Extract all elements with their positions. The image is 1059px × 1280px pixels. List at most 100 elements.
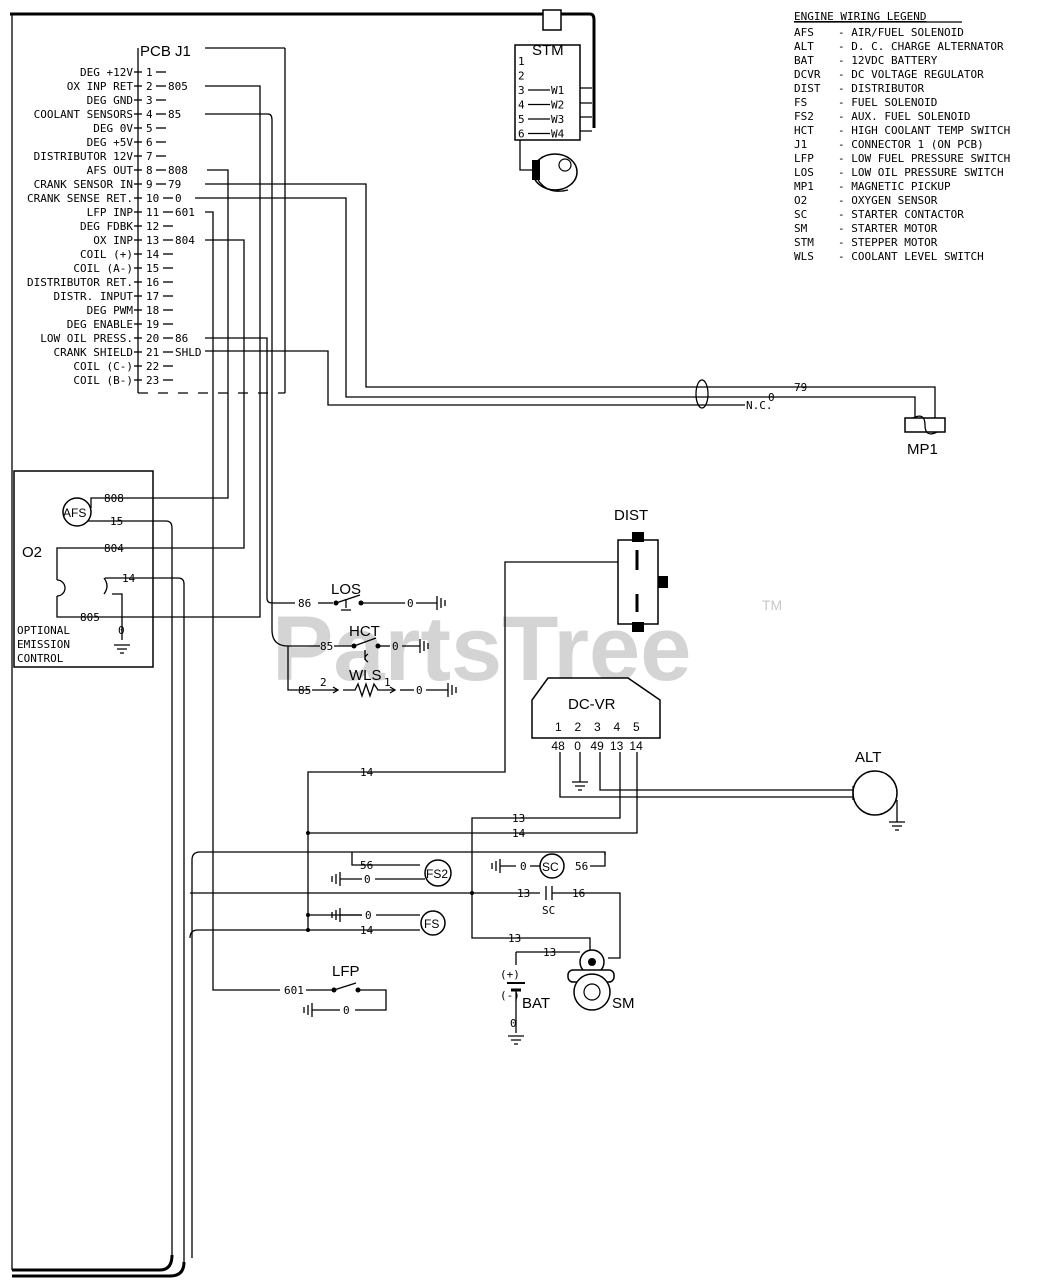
legend-code: WLS bbox=[794, 250, 814, 263]
pcb-pin-name: DEG PWM bbox=[87, 304, 134, 317]
pcb-pin-wire: 601 bbox=[175, 206, 195, 219]
pcb-pin-name: OX INP bbox=[93, 234, 133, 247]
legend-code: ALT bbox=[794, 40, 814, 53]
pcb-pin-number: 21 bbox=[146, 346, 159, 359]
dcvr-label: DC-VR bbox=[568, 696, 616, 713]
los-wire-0: 0 bbox=[407, 597, 414, 610]
pcb-pin-wire: 808 bbox=[168, 164, 188, 177]
lfp-wire-0: 0 bbox=[343, 1004, 350, 1017]
pcb-pin-number: 11 bbox=[146, 206, 159, 219]
pcb-pin-name: DEG +5V bbox=[87, 136, 134, 149]
stm-pin-number: 6 bbox=[518, 128, 525, 141]
emission-control-box: AFS O2 808 15 804 805 14 0 OPTIONAL EMIS… bbox=[12, 470, 208, 1278]
legend-code: FS2 bbox=[794, 110, 814, 123]
wls-label: WLS bbox=[349, 667, 382, 684]
stm-pin-number: 2 bbox=[518, 70, 525, 83]
dcvr-wire-label: 0 bbox=[574, 739, 581, 753]
afs-label: AFS bbox=[63, 506, 86, 520]
pcb-title: PCB J1 bbox=[140, 43, 191, 60]
fs-wire-14: 14 bbox=[360, 924, 374, 937]
fs2-wire-0: 0 bbox=[364, 873, 371, 886]
mp1-wire-79: 79 bbox=[794, 381, 807, 394]
pcb-pin-number: 1 bbox=[146, 66, 153, 79]
pcb-pin-name: LFP INP bbox=[87, 206, 134, 219]
stm-pin-number: 3 bbox=[518, 84, 525, 97]
pcb-pin-wire: 0 bbox=[175, 192, 182, 205]
legend-desc: - COOLANT LEVEL SWITCH bbox=[838, 250, 984, 263]
pcb-pin-wire: 85 bbox=[168, 108, 181, 121]
pcb-pin-name: CRANK SENSE RET. bbox=[27, 192, 133, 205]
legend-desc: - LOW FUEL PRESSURE SWITCH bbox=[838, 152, 1010, 165]
legend-code: DIST bbox=[794, 82, 821, 95]
pcb-pin-name: DEG 0V bbox=[93, 122, 133, 135]
starter-motor-icon bbox=[567, 949, 615, 1011]
bat-wire-0: 0 bbox=[510, 1017, 517, 1030]
bat-label: BAT bbox=[522, 995, 550, 1012]
alternator: ALT bbox=[852, 749, 905, 831]
pcb-pin-name: OX INP RET bbox=[67, 80, 134, 93]
los-wire-86: 86 bbox=[298, 597, 311, 610]
sm-label: SM bbox=[612, 995, 635, 1012]
legend-desc: - HIGH COOLANT TEMP SWITCH bbox=[838, 124, 1010, 137]
mp1-nc: N.C. bbox=[746, 399, 773, 412]
hct-label: HCT bbox=[349, 623, 380, 640]
stm-wire-label: W3 bbox=[551, 113, 564, 126]
pcb-pin-number: 16 bbox=[146, 276, 159, 289]
pcb-pin-number: 7 bbox=[146, 150, 153, 163]
legend-desc: - 12VDC BATTERY bbox=[838, 54, 938, 67]
wire-14-dist: 14 bbox=[360, 766, 374, 779]
pcb-pin-name: COIL (C-) bbox=[73, 360, 133, 373]
pcb-wiring bbox=[152, 85, 936, 991]
pcb-pin-wire: 86 bbox=[175, 332, 188, 345]
legend-desc: - AUX. FUEL SOLENOID bbox=[838, 110, 970, 123]
dcvr-wire-label: 49 bbox=[590, 739, 604, 753]
sc-wire-16: 16 bbox=[572, 887, 585, 900]
legend-desc: - DC VOLTAGE REGULATOR bbox=[838, 68, 984, 81]
pcb-pin-name: DISTRIBUTOR 12V bbox=[34, 150, 134, 163]
pcb-pin-name: CRANK SHIELD bbox=[54, 346, 133, 359]
pcb-pin-number: 18 bbox=[146, 304, 159, 317]
magnetic-pickup: 79 0 N.C. MP1 bbox=[746, 381, 946, 458]
legend-desc: - STARTER MOTOR bbox=[838, 222, 938, 235]
pcb-pin-wire: 805 bbox=[168, 80, 188, 93]
stm-wire-label: W1 bbox=[551, 84, 564, 97]
pcb-pin-number: 19 bbox=[146, 318, 159, 331]
legend-desc: - FUEL SOLENOID bbox=[838, 96, 937, 109]
stm-title: STM bbox=[532, 42, 564, 59]
wire-13-dcvr: 13 bbox=[512, 812, 525, 825]
pcb-pin-number: 17 bbox=[146, 290, 159, 303]
pcb-pin-number: 2 bbox=[146, 80, 153, 93]
sc-wire-13: 13 bbox=[517, 887, 530, 900]
sc-label: SC bbox=[542, 904, 555, 917]
pcb-pin-number: 14 bbox=[146, 248, 160, 261]
emission-caption-2: EMISSION bbox=[17, 638, 70, 651]
pcb-pin-number: 8 bbox=[146, 164, 153, 177]
stm-pin-number: 5 bbox=[518, 113, 525, 126]
pcb-pin-name: DISTRIBUTOR RET. bbox=[27, 276, 133, 289]
legend-code: O2 bbox=[794, 194, 807, 207]
pcb-pin-number: 23 bbox=[146, 374, 159, 387]
sc-icon-label: SC bbox=[542, 860, 559, 874]
stm-wire-label: W4 bbox=[551, 128, 565, 141]
legend-desc: - MAGNETIC PICKUP bbox=[838, 180, 951, 193]
pcb-pin-number: 4 bbox=[146, 108, 153, 121]
legend-code: HCT bbox=[794, 124, 814, 137]
legend-code: SC bbox=[794, 208, 807, 221]
pcb-pin-name: DISTR. INPUT bbox=[54, 290, 134, 303]
legend-code: BAT bbox=[794, 54, 814, 67]
legend-desc: - OXYGEN SENSOR bbox=[838, 194, 938, 207]
dist-label: DIST bbox=[614, 507, 648, 524]
sm-wire-13a: 13 bbox=[508, 932, 521, 945]
los-label: LOS bbox=[331, 581, 361, 598]
pcb-pin-wire: 79 bbox=[168, 178, 181, 191]
fs2-label: FS2 bbox=[426, 867, 448, 881]
fs-wire-0: 0 bbox=[365, 909, 372, 922]
dcvr-pin-number: 3 bbox=[594, 720, 601, 734]
legend-code: AFS bbox=[794, 26, 814, 39]
fs-label: FS bbox=[424, 917, 439, 931]
bat-minus: (-) bbox=[500, 989, 520, 1002]
